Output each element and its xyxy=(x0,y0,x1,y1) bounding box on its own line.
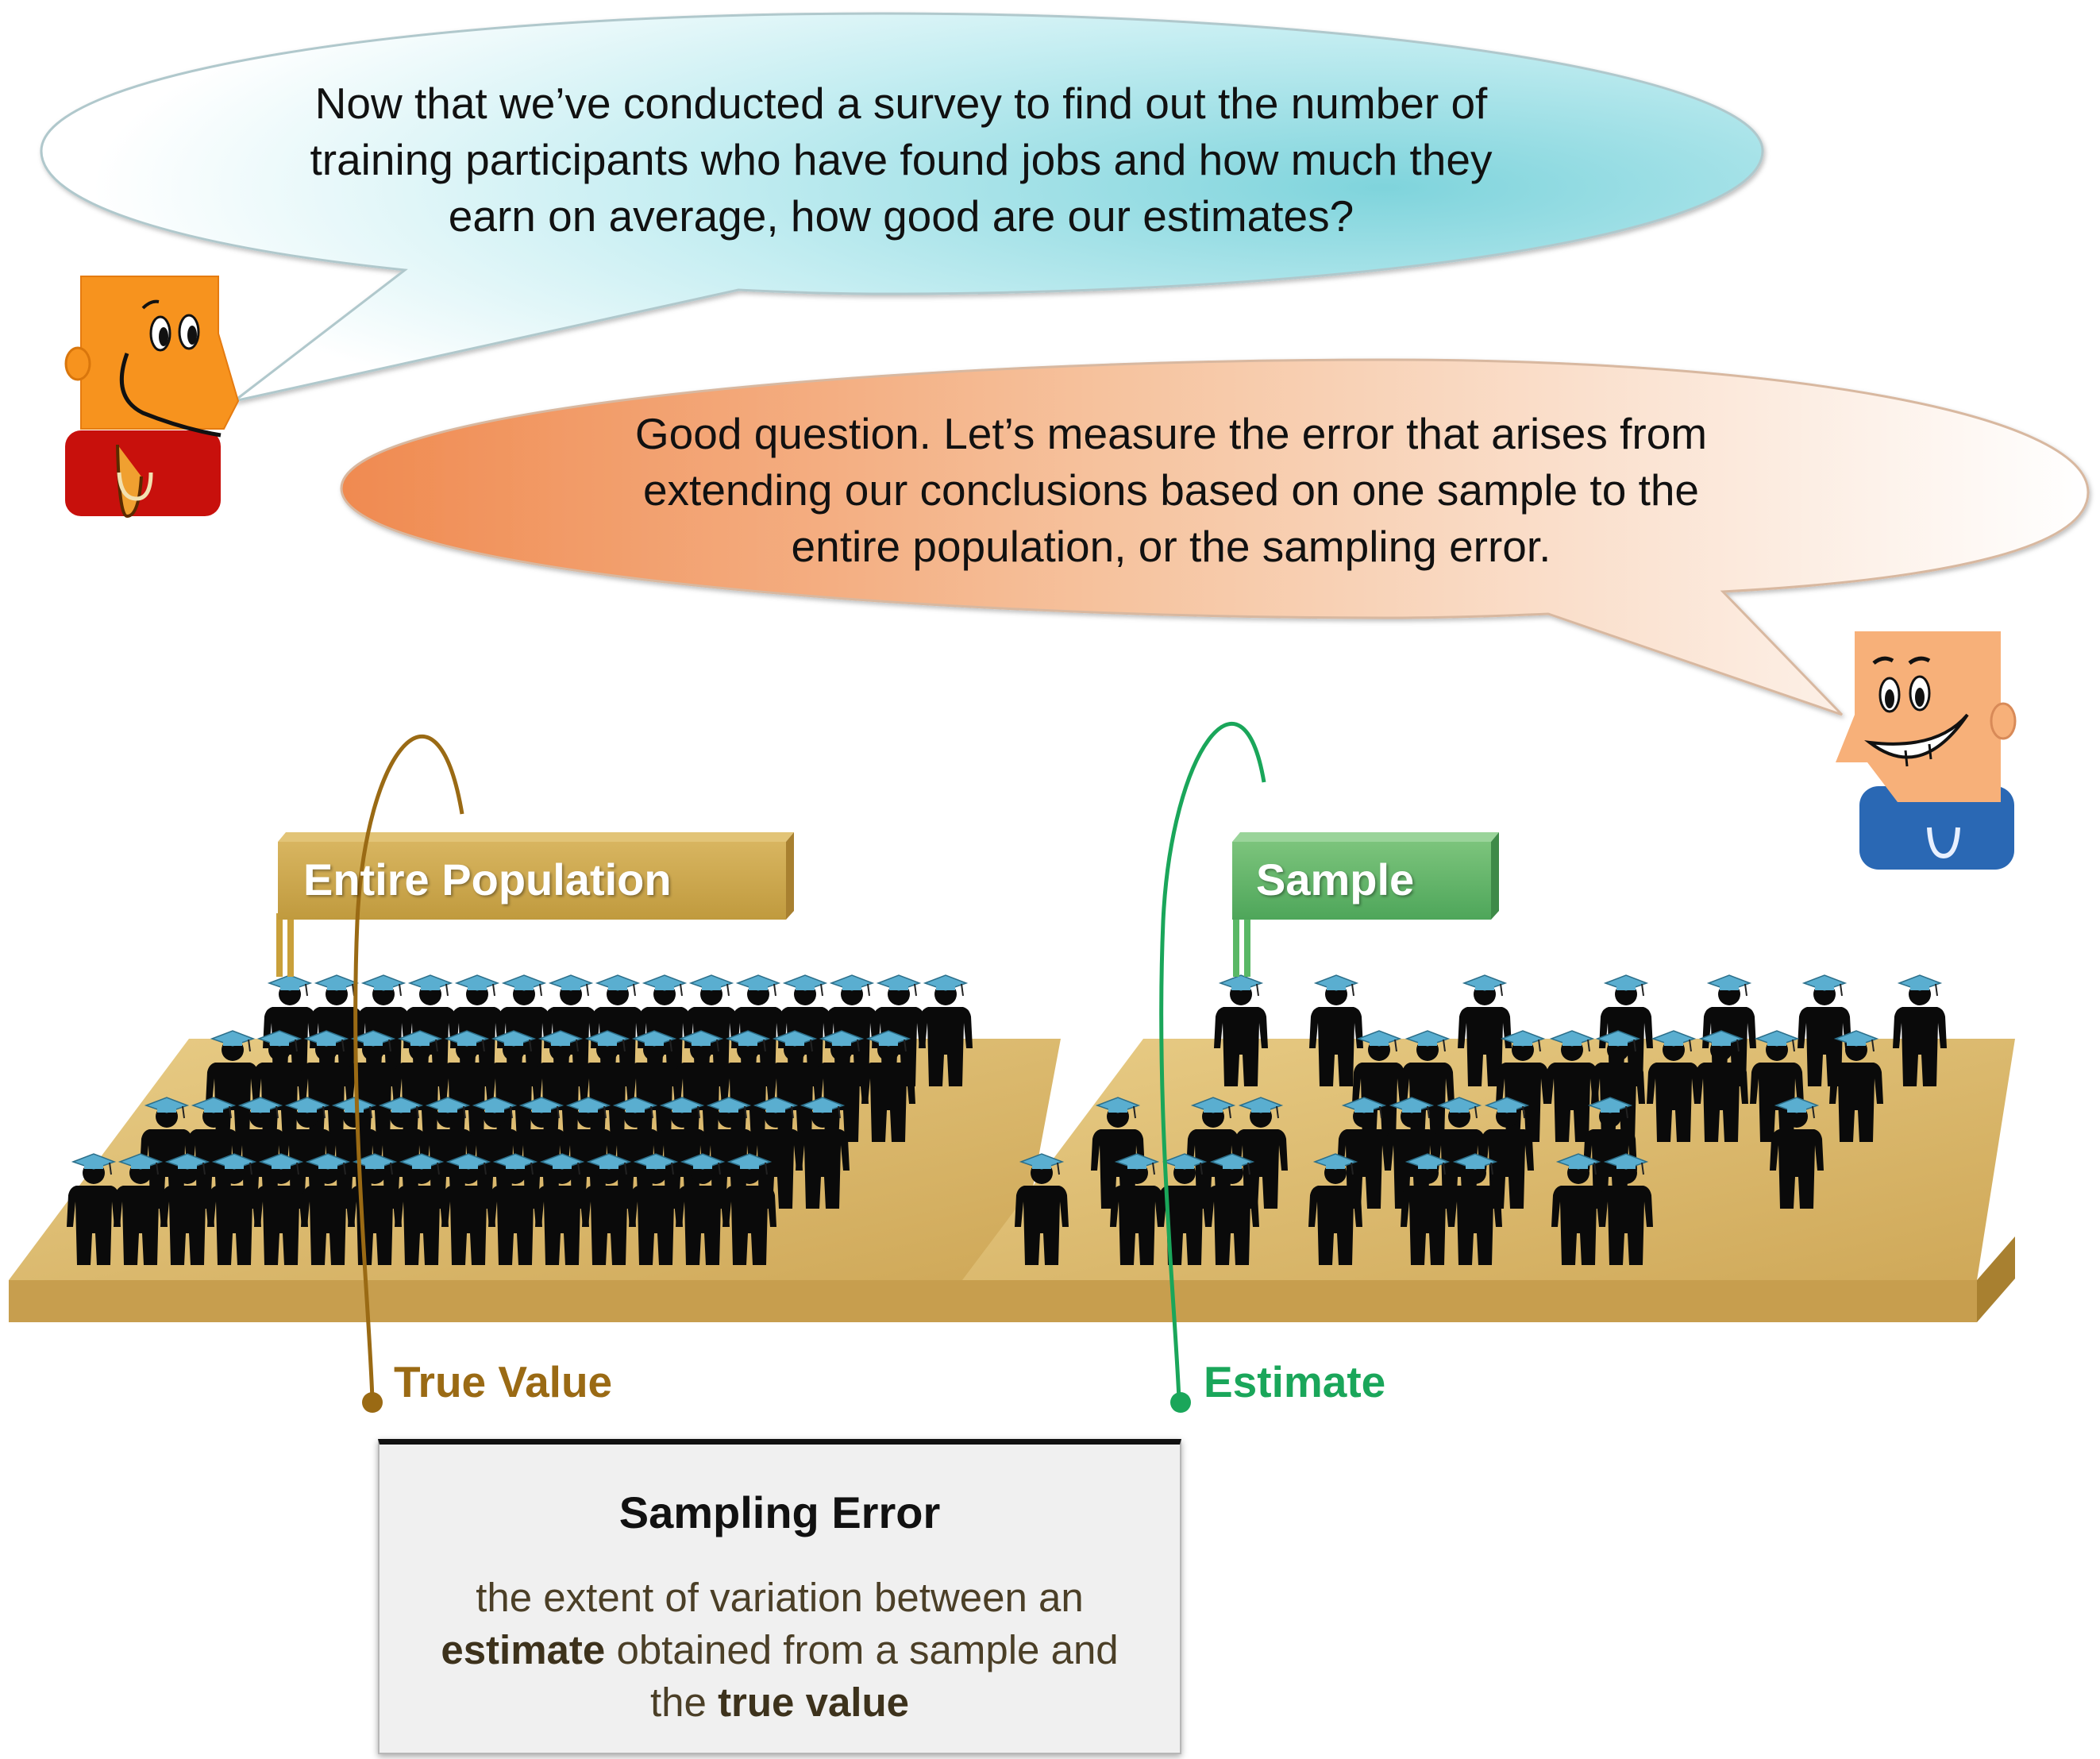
person-with-graduation-cap-icon xyxy=(1448,1153,1502,1265)
estimate-connector xyxy=(1159,722,1266,1401)
true-value-label: True Value xyxy=(394,1357,613,1406)
definition-text: the extent of variation between an xyxy=(476,1575,1084,1620)
question-text: Now that we’ve conducted a survey to fin… xyxy=(254,75,1548,245)
person-with-graduation-cap-icon xyxy=(1337,1097,1391,1209)
person-with-graduation-cap-icon xyxy=(861,1030,915,1142)
person-with-graduation-cap-icon xyxy=(1205,1153,1259,1265)
person-with-graduation-cap-icon xyxy=(1309,974,1363,1086)
person-with-graduation-cap-icon xyxy=(629,1153,683,1265)
person-with-graduation-cap-icon xyxy=(1829,1030,1883,1142)
question-line: earn on average, how good are our estima… xyxy=(448,191,1354,241)
person-with-graduation-cap-icon xyxy=(1770,1097,1824,1209)
definition-text: the xyxy=(649,1680,719,1725)
definition-term-true-value: true value xyxy=(718,1680,909,1725)
population-crowd xyxy=(67,974,973,1265)
sample-crowd xyxy=(1015,974,1947,1265)
definition-body: the extent of variation between an estim… xyxy=(380,1572,1180,1729)
person-with-graduation-cap-icon xyxy=(1545,1030,1599,1142)
person-with-graduation-cap-icon xyxy=(1647,1030,1701,1142)
person-with-graduation-cap-icon xyxy=(722,1153,776,1265)
answer-text: Good question. Let’s measure the error t… xyxy=(603,406,1739,575)
person-with-graduation-cap-icon xyxy=(488,1153,542,1265)
population-sign-label: Entire Population xyxy=(303,854,672,905)
person-with-graduation-cap-icon xyxy=(1214,974,1268,1086)
person-with-graduation-cap-icon xyxy=(1110,1153,1164,1265)
definition-title: Sampling Error xyxy=(618,1487,941,1537)
question-line: training participants who have found job… xyxy=(310,135,1493,184)
person-with-graduation-cap-icon xyxy=(1308,1153,1362,1265)
person-with-graduation-cap-icon xyxy=(1893,974,1947,1086)
person-with-graduation-cap-icon xyxy=(919,974,973,1086)
person-with-graduation-cap-icon xyxy=(441,1153,495,1265)
person-with-graduation-cap-icon xyxy=(114,1153,168,1265)
estimate-label: Estimate xyxy=(1204,1357,1386,1406)
estimate-dot xyxy=(1170,1392,1191,1413)
right-character-icon xyxy=(1836,631,2017,870)
person-with-graduation-cap-icon xyxy=(1599,1153,1653,1265)
person-with-graduation-cap-icon xyxy=(67,1153,121,1265)
answer-line: extending our conclusions based on one s… xyxy=(642,465,1700,515)
person-with-graduation-cap-icon xyxy=(207,1153,261,1265)
definition-box: Sampling Error the extent of variation b… xyxy=(378,1439,1181,1754)
definition-text: obtained from a sample and xyxy=(605,1627,1119,1672)
person-with-graduation-cap-icon xyxy=(1458,974,1512,1086)
sample-sign-label: Sample xyxy=(1256,854,1415,905)
person-with-graduation-cap-icon xyxy=(582,1153,636,1265)
true-value-connector xyxy=(353,735,464,1401)
person-with-graduation-cap-icon xyxy=(580,1030,634,1142)
person-with-graduation-cap-icon xyxy=(160,1153,214,1265)
person-with-graduation-cap-icon xyxy=(395,1153,449,1265)
person-with-graduation-cap-icon xyxy=(1015,1153,1069,1265)
left-character-icon xyxy=(64,276,240,519)
answer-line: entire population, or the sampling error… xyxy=(791,522,1551,571)
person-with-graduation-cap-icon xyxy=(676,1153,730,1265)
true-value-dot xyxy=(362,1392,383,1413)
question-bubble xyxy=(40,12,1764,403)
person-with-graduation-cap-icon xyxy=(535,1153,589,1265)
person-with-graduation-cap-icon xyxy=(1551,1153,1605,1265)
person-with-graduation-cap-icon xyxy=(301,1153,355,1265)
answer-bubble xyxy=(340,358,2090,716)
question-line: Now that we’ve conducted a survey to fin… xyxy=(314,79,1488,128)
sample-sign xyxy=(1232,832,1499,977)
person-with-graduation-cap-icon xyxy=(1401,1153,1455,1265)
answer-line: Good question. Let’s measure the error t… xyxy=(634,409,1708,458)
definition-term-estimate: estimate xyxy=(441,1627,606,1672)
person-with-graduation-cap-icon xyxy=(1694,1030,1748,1142)
person-with-graduation-cap-icon xyxy=(796,1097,850,1209)
person-with-graduation-cap-icon xyxy=(254,1153,308,1265)
